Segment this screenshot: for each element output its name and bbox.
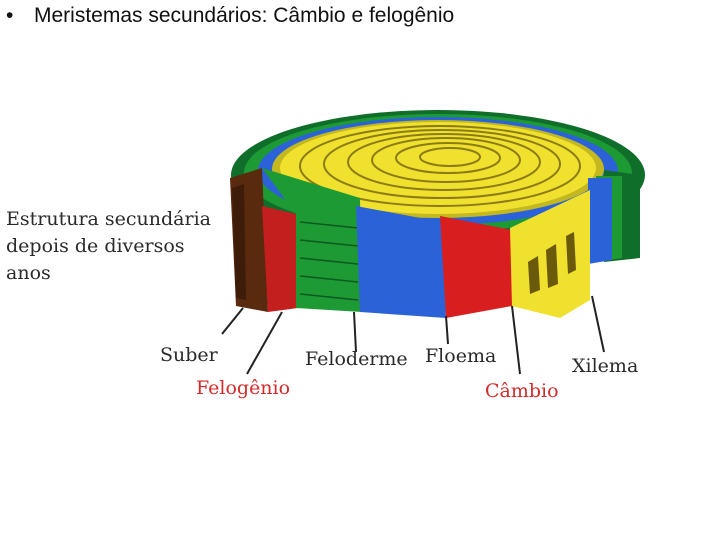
label-cambio: Câmbio <box>485 380 559 402</box>
xilema-vessels <box>528 232 576 294</box>
leader-lines <box>221 295 605 375</box>
label-feloderme: Feloderme <box>305 348 408 370</box>
label-floema: Floema <box>425 345 497 367</box>
label-suber: Suber <box>160 344 218 366</box>
label-felogenio: Felogênio <box>196 377 291 399</box>
felogenio-layer <box>262 206 298 312</box>
slide-title: • Meristemas secundários: Câmbio e felogê… <box>6 4 454 28</box>
feloderme-layer <box>262 168 362 312</box>
right-side-layers <box>588 170 640 264</box>
caption-line-3: anos <box>6 262 51 284</box>
title-text: Meristemas secundários: Câmbio e felogên… <box>34 4 455 27</box>
cambio-layer <box>440 216 512 318</box>
figure-caption: Estrutura secundária depois de diversos … <box>6 206 211 287</box>
caption-line-2: depois de diversos <box>6 235 185 257</box>
title-bullet: • <box>6 4 14 27</box>
label-xilema: Xilema <box>572 355 639 377</box>
floema-layer <box>356 206 446 318</box>
caption-line-1: Estrutura secundária <box>6 208 211 230</box>
feloderme-texture <box>299 221 359 301</box>
growth-rings <box>299 125 581 207</box>
